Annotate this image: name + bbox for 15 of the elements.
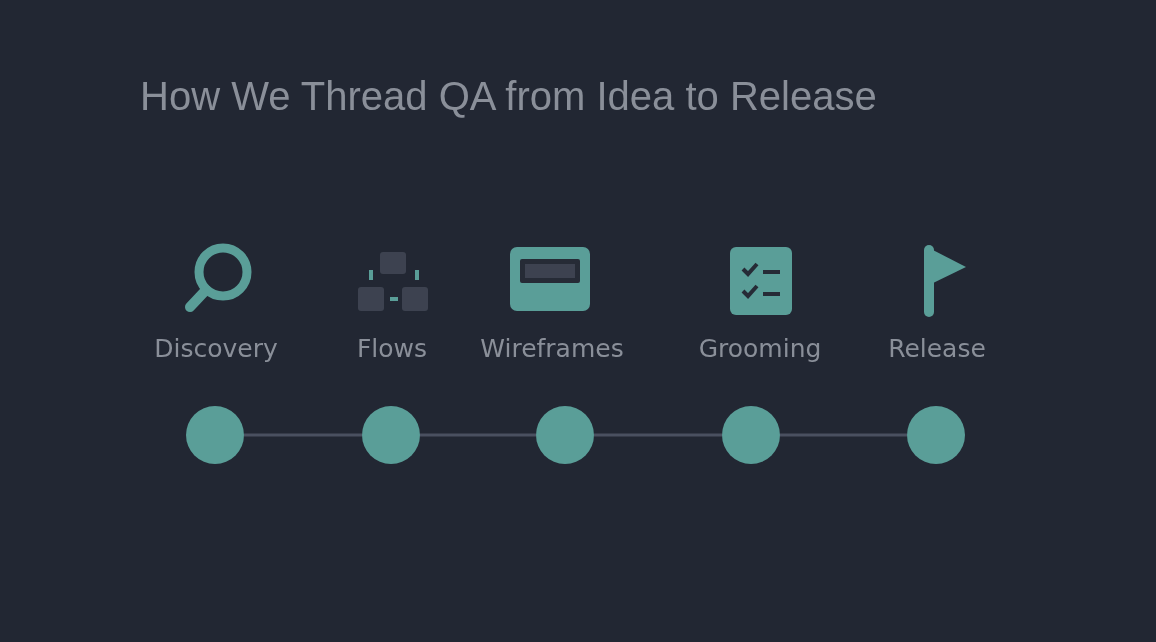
stage-label: Release <box>888 334 986 363</box>
stage-label: Discovery <box>154 334 278 363</box>
stage-label: Grooming <box>698 334 822 363</box>
connector-line <box>244 433 362 437</box>
connector-line <box>420 433 536 437</box>
connector-line <box>780 433 907 437</box>
milestone-circle <box>362 406 420 464</box>
milestone-circle <box>536 406 594 464</box>
milestone-circle <box>907 406 965 464</box>
diagram-title: How We Thread QA from Idea to Release <box>140 74 877 119</box>
milestone-circle <box>722 406 780 464</box>
stage-label: Flows <box>356 334 428 363</box>
milestone-circle <box>186 406 244 464</box>
stage-label: Wireframes <box>480 334 624 363</box>
connector-line <box>594 433 722 437</box>
